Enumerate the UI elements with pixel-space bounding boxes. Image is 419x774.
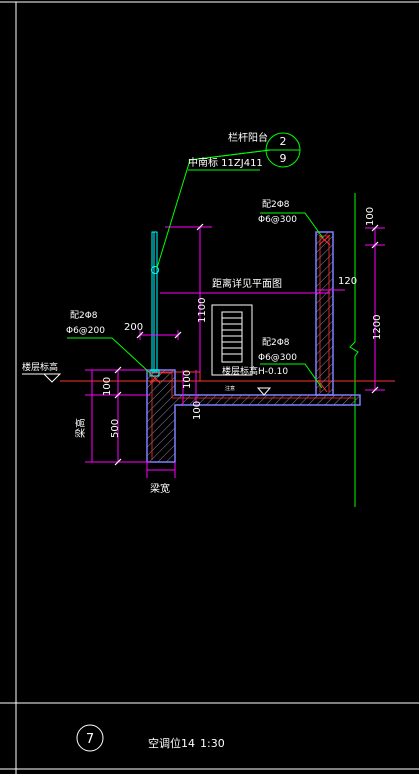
- beam-height-label: 梁高: [74, 418, 87, 438]
- detail-title: 7 空调位14 1:30: [76, 724, 225, 752]
- dim-100-top: 100: [365, 207, 376, 226]
- dim-100-c: 100: [192, 401, 203, 420]
- dim-100-a: 100: [102, 377, 113, 396]
- dim-200: 200: [124, 322, 143, 333]
- detail-number-circle: [76, 724, 104, 752]
- small-note: 注意: [225, 385, 235, 392]
- detail-number: 7: [86, 732, 94, 747]
- window-element: [211, 304, 253, 376]
- dim-1200: 1200: [372, 315, 383, 340]
- callout-bubble: 2 9: [265, 132, 301, 168]
- level-triangle-icon: [256, 387, 272, 396]
- callout-number: 2: [280, 135, 287, 148]
- detail-title-text: 空调位14: [148, 736, 195, 750]
- concrete-section: [146, 231, 361, 463]
- floor-level-inner: 楼层标高H-0.10: [222, 365, 288, 377]
- beam-width-label: 梁宽: [150, 482, 170, 495]
- dim-100-b: 100: [182, 370, 193, 389]
- dim-1100: 1100: [197, 298, 208, 323]
- rebar-left-stirrup: Φ6@200: [66, 326, 105, 336]
- callout-sheet: 9: [280, 152, 287, 165]
- rebar-left-main: 配2Φ8: [70, 310, 98, 321]
- railing-dim-label: 距离详见平面图: [212, 277, 282, 290]
- level-marker-icon: [22, 373, 62, 383]
- dimension-lines: [85, 226, 385, 478]
- rebar-top-right-stirrup: Φ6@300: [258, 215, 297, 225]
- callout-name: 栏杆阳台: [228, 131, 268, 144]
- rebar-mid-main: 配2Φ8: [262, 337, 290, 348]
- callout-standard: 中南标 11ZJ411: [188, 156, 263, 169]
- leader-lines: [67, 149, 324, 389]
- railing: [149, 231, 160, 377]
- dimension-ticks: [114, 223, 379, 466]
- wall-axis-line: [349, 193, 359, 507]
- dim-500: 500: [110, 419, 121, 438]
- floor-level-left: 楼层标高: [22, 361, 58, 373]
- detail-scale: 1:30: [200, 737, 225, 750]
- dim-120: 120: [338, 276, 357, 287]
- rebar-top-right-main: 配2Φ8: [262, 199, 290, 210]
- rebar-mid-stirrup: Φ6@300: [258, 353, 297, 363]
